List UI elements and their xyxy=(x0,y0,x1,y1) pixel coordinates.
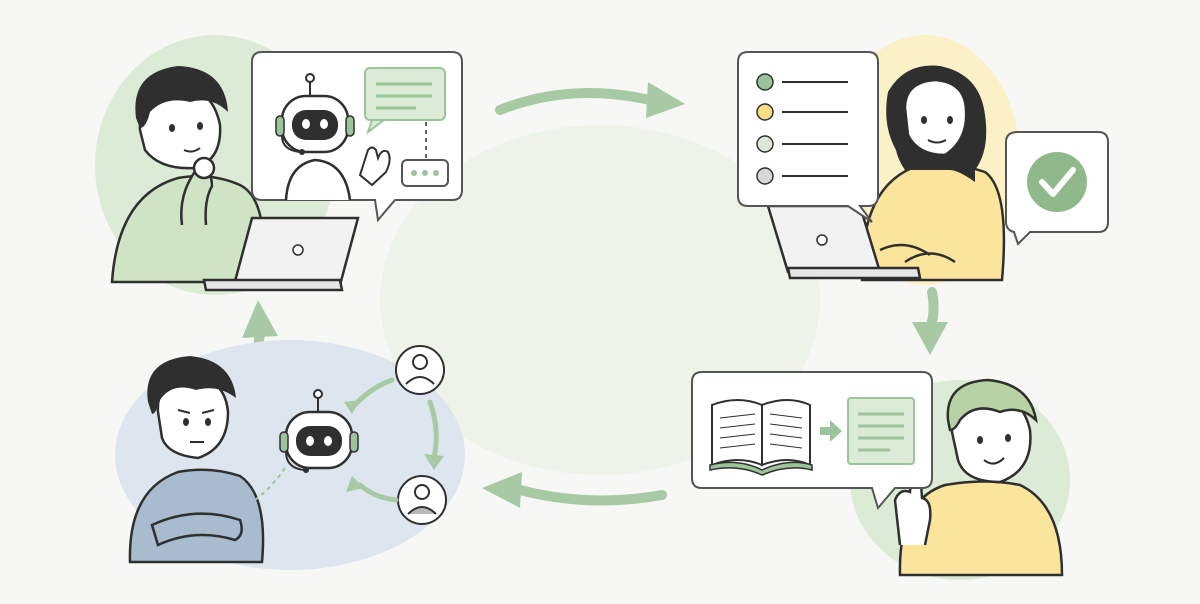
arrow-right-icon xyxy=(820,420,842,442)
book-panel-bubble xyxy=(691,371,933,511)
right-arrow-down-head xyxy=(912,322,948,355)
laptop-icon xyxy=(766,204,922,280)
bottom-arrow-left-head xyxy=(482,472,522,508)
scene-checklist-review xyxy=(737,35,1109,285)
scene-chat-with-assistant xyxy=(95,35,463,295)
typing-dots-icon xyxy=(401,159,449,187)
checkmark-icon xyxy=(1027,152,1087,212)
top-arrow-right-head xyxy=(646,82,685,118)
bottom-arrow-left xyxy=(515,485,667,506)
laptop-icon xyxy=(202,216,360,292)
open-book-icon xyxy=(709,399,813,476)
robot-icon xyxy=(275,73,391,201)
robot-icon xyxy=(279,389,359,473)
dashed-arrow-left xyxy=(251,467,286,503)
scene-book-to-summary xyxy=(691,371,1070,580)
scene-robot-mediates-people xyxy=(115,340,465,570)
chat-panel-bubble xyxy=(251,51,463,223)
user-avatar-icon xyxy=(395,345,445,395)
cycle-arrows xyxy=(242,82,948,508)
document-icon xyxy=(847,397,915,465)
checklist-panel-bubble xyxy=(737,51,879,223)
flow-arrows xyxy=(344,377,444,503)
user-avatar-icon xyxy=(397,475,447,525)
top-arrow-right xyxy=(495,87,655,115)
left-arrow-up-head xyxy=(242,300,278,338)
person-icon xyxy=(128,356,265,564)
speech-bubble-icon xyxy=(364,67,446,135)
person-icon xyxy=(860,65,1006,282)
checklist-icon xyxy=(756,73,848,185)
person-icon xyxy=(893,378,1064,577)
checkmark-bubble xyxy=(1005,131,1109,246)
